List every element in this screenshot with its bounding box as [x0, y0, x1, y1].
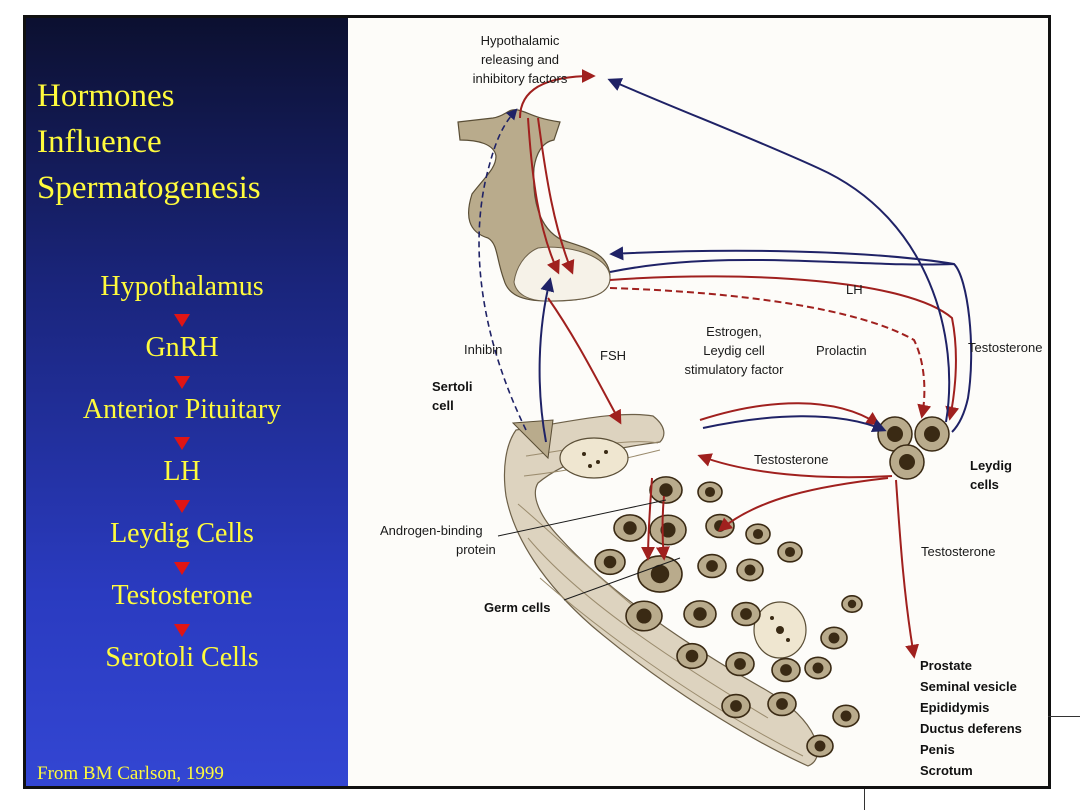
- title-line-3: Spermatogenesis: [37, 170, 261, 206]
- flow-gnrh: GnRH: [145, 332, 219, 363]
- germ-cell-nucleus: [734, 658, 746, 670]
- germ-cell-nucleus: [660, 522, 676, 538]
- germ-cell-nucleus: [776, 698, 788, 710]
- target-penis: Penis: [920, 742, 955, 757]
- flow-serotoli-cells: Serotoli Cells: [105, 642, 259, 673]
- target-prostate: Prostate: [920, 658, 972, 673]
- sertoli-cell-label-line1: Sertoli: [432, 379, 472, 394]
- germ-cell-nucleus: [730, 700, 742, 712]
- germ-cell-nucleus: [840, 710, 852, 722]
- testosterone-low-label: Testosterone: [921, 544, 995, 559]
- flow-testosterone: Testosterone: [111, 580, 253, 611]
- germ-cell-nucleus: [814, 740, 826, 752]
- estrogen-label-line2: Leydig cell: [703, 343, 765, 358]
- germ-cell-nucleus: [752, 528, 764, 540]
- germ-cell-nucleus: [603, 555, 617, 569]
- androgen-binding-label-line2: protein: [456, 542, 496, 557]
- seminiferous-tubule: [503, 413, 819, 767]
- flow-arrow-icon: [174, 562, 190, 575]
- testosterone-mid-label: Testosterone: [754, 452, 828, 467]
- germ-cell-nucleus: [623, 521, 637, 535]
- estrogen-label-line3: stimulatory factor: [685, 362, 785, 377]
- germ-cell-nucleus: [704, 486, 716, 498]
- germ-cells-group: [594, 476, 863, 758]
- hypothalamic-factors-line1: Hypothalamic: [481, 33, 560, 48]
- left-panel: Hormones Influence Spermatogenesis Hypot…: [26, 18, 348, 786]
- sertoli-cell-label-line2: cell: [432, 398, 454, 413]
- flow-anterior-pituitary: Anterior Pituitary: [82, 394, 282, 425]
- fsh-label: FSH: [600, 348, 626, 363]
- leydig-cells-label-line1: Leydig: [970, 458, 1012, 473]
- slide: Hormones Influence Spermatogenesis Hypot…: [23, 15, 1051, 789]
- hypothalamic-factors-line2: releasing and: [481, 52, 559, 67]
- hypothalamic-factors-line3: inhibitory factors: [473, 71, 568, 86]
- flow-arrow-icon: [174, 624, 190, 637]
- inhibin-label: Inhibin: [464, 342, 502, 357]
- estrogen-label-line1: Estrogen,: [706, 324, 762, 339]
- flow-arrow-icon: [174, 500, 190, 513]
- testosterone-top-label: Testosterone: [968, 340, 1042, 355]
- leydig-cells-cluster: [877, 416, 950, 480]
- target-seminal-vesicle: Seminal vesicle: [920, 679, 1017, 694]
- germ-cell-nucleus: [650, 564, 670, 584]
- target-ductus-deferens: Ductus deferens: [920, 721, 1022, 736]
- title-line-1: Hormones: [37, 78, 175, 114]
- germ-cell-nucleus: [828, 632, 840, 644]
- prolactin-label: Prolactin: [816, 343, 867, 358]
- pathway-arrows: [478, 69, 973, 659]
- germ-cell-nucleus: [784, 546, 796, 558]
- germ-cell-nucleus: [812, 662, 824, 674]
- flow-hypothalamus: Hypothalamus: [100, 271, 264, 302]
- flow-leydig-cells: Leydig Cells: [110, 518, 254, 549]
- germ-cell-nucleus: [706, 560, 718, 572]
- androgen-binding-label-line1: Androgen-binding: [380, 523, 483, 538]
- credit: From BM Carlson, 1999: [37, 763, 224, 784]
- germ-cell-nucleus: [693, 607, 707, 621]
- germ-cell-nucleus: [659, 483, 673, 497]
- flow-arrow-icon: [174, 437, 190, 450]
- title-line-2: Influence: [37, 124, 162, 160]
- germ-cells-label: Germ cells: [484, 600, 551, 615]
- germ-cell-nucleus: [847, 599, 857, 609]
- germ-cell-nucleus: [636, 608, 652, 624]
- leydig-cells-label-line2: cells: [970, 477, 999, 492]
- germ-cell-nucleus: [744, 564, 756, 576]
- target-epididymis: Epididymis: [920, 700, 989, 715]
- spermatogenesis-diagram: Hypothalamic releasing and inhibitory fa…: [380, 33, 1042, 778]
- flow-lh: LH: [163, 456, 201, 487]
- germ-cell-nucleus: [780, 664, 792, 676]
- lh-label: LH: [846, 282, 863, 297]
- target-scrotum: Scrotum: [920, 763, 973, 778]
- frame-guide-line: [864, 789, 865, 810]
- flow-arrow-icon: [174, 314, 190, 327]
- frame-guide-line: [1048, 716, 1080, 717]
- flow-arrow-icon: [174, 376, 190, 389]
- diagram-panel: Hypothalamic releasing and inhibitory fa…: [348, 18, 1048, 786]
- germ-cell-nucleus: [685, 649, 699, 663]
- germ-cell-nucleus: [740, 608, 752, 620]
